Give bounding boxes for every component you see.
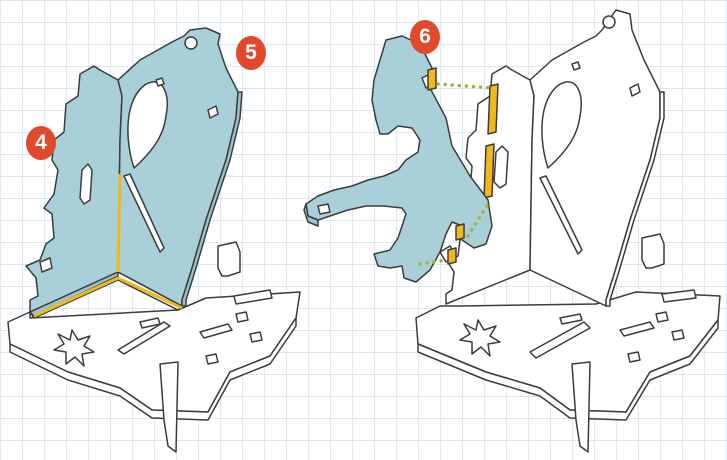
- right-glue-slot-2: [484, 144, 494, 198]
- left-base-hole-3: [250, 332, 262, 342]
- right-hook-hole: [603, 16, 615, 28]
- right-base-hole-1: [656, 312, 668, 322]
- right-base-hole-3: [672, 330, 684, 340]
- right-base-hole-2: [628, 352, 640, 362]
- left-base-hole-1: [236, 312, 248, 322]
- right-shelf-glue-tab-2: [456, 224, 464, 240]
- right-side-panel-window: [494, 146, 508, 188]
- right-panel-hole-1: [572, 62, 580, 70]
- step-5-badge: 5: [236, 36, 266, 70]
- left-panel-hole-1: [156, 78, 164, 86]
- step-6-badge: 6: [410, 20, 440, 54]
- right-base-tab: [642, 234, 664, 268]
- left-side-panel-window: [80, 164, 92, 204]
- right-glue-slot-1: [488, 84, 498, 134]
- right-shelf-glue-tab-1: [428, 68, 436, 90]
- left-base-tab: [218, 242, 240, 276]
- left-hook-hole: [185, 37, 197, 49]
- right-shelf-hole: [318, 204, 330, 214]
- left-glue-edge-vertical: [118, 174, 120, 272]
- left-base-hole-2: [206, 354, 218, 364]
- right-shelf-glue-tab-3: [448, 248, 456, 264]
- step-4-badge: 4: [26, 126, 56, 160]
